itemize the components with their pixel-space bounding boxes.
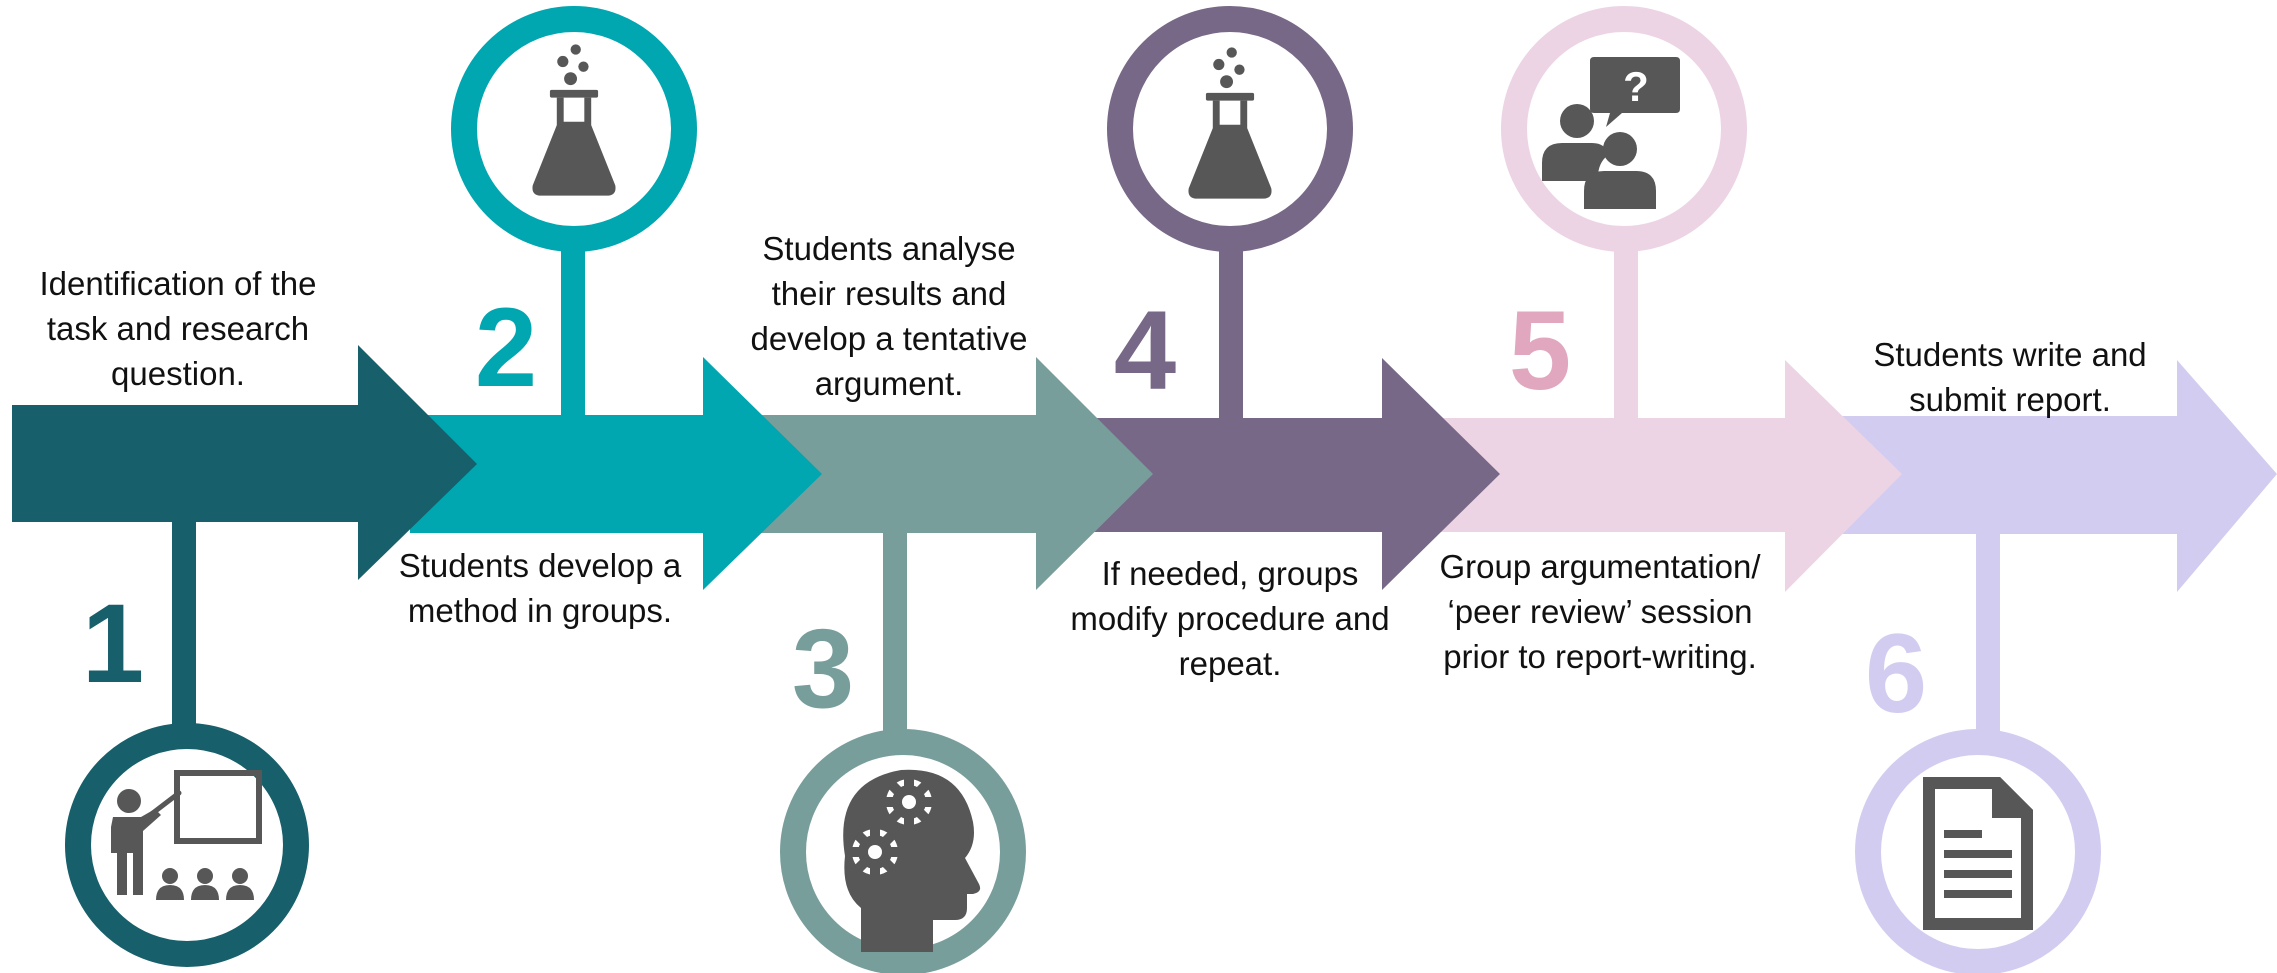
arrow-step-1: [12, 345, 477, 580]
arrow-step-4: [1090, 358, 1500, 590]
caption-line: question.: [111, 355, 245, 392]
step-3-caption: Students analyse their results and devel…: [725, 226, 1053, 406]
document-icon: [1923, 777, 2033, 930]
step-number-6: 6: [1865, 611, 1927, 736]
caption-line: ‘peer review’ session: [1447, 593, 1753, 630]
stem-step-2: [561, 235, 585, 420]
caption-line: submit report.: [1909, 381, 2111, 418]
step-number-5: 5: [1509, 288, 1571, 413]
caption-line: Students analyse: [762, 230, 1016, 267]
caption-line: Group argumentation/: [1439, 548, 1761, 585]
step-1-caption: Identification of the task and research …: [18, 261, 338, 396]
step-number-2: 2: [475, 285, 537, 410]
arrow-step-2: [410, 357, 822, 590]
caption-line: their results and: [771, 275, 1007, 312]
caption-line: If needed, groups: [1101, 555, 1359, 592]
step-number-1: 1: [82, 581, 144, 706]
caption-line: argument.: [814, 365, 964, 402]
discussion-question-icon: ?: [1542, 57, 1680, 209]
caption-line: prior to report-writing.: [1443, 638, 1757, 675]
svg-text:?: ?: [1623, 63, 1649, 110]
caption-line: Students develop a: [398, 547, 682, 584]
step-6-caption: Students write and submit report.: [1840, 332, 2180, 422]
arrow-step-3: [760, 357, 1153, 590]
caption-line: develop a tentative: [750, 320, 1028, 357]
stem-step-6: [1976, 532, 2000, 737]
caption-line: modify procedure and: [1070, 600, 1390, 637]
stem-step-5: [1614, 235, 1638, 420]
caption-line: repeat.: [1178, 645, 1282, 682]
arrow-step-5: [1435, 360, 1902, 592]
arrow-step-6: [1830, 360, 2277, 592]
caption-line: Students write and: [1873, 336, 2147, 373]
stem-step-4: [1219, 235, 1243, 420]
caption-line: Identification of the: [39, 265, 317, 302]
caption-line: task and research: [46, 310, 310, 347]
step-2-caption: Students develop a method in groups.: [378, 543, 702, 633]
teacher-presentation-icon: [111, 770, 262, 900]
icon-ring-step-1: [65, 723, 309, 967]
caption-line: method in groups.: [407, 592, 673, 629]
step-number-3: 3: [792, 606, 854, 731]
stem-step-3: [883, 530, 907, 742]
stem-step-1: [172, 520, 196, 730]
step-5-caption: Group argumentation/ ‘peer review’ sessi…: [1418, 544, 1782, 679]
step-number-4: 4: [1114, 288, 1176, 413]
head-gears-icon: [843, 769, 981, 952]
step-4-caption: If needed, groups modify procedure and r…: [1050, 551, 1410, 686]
